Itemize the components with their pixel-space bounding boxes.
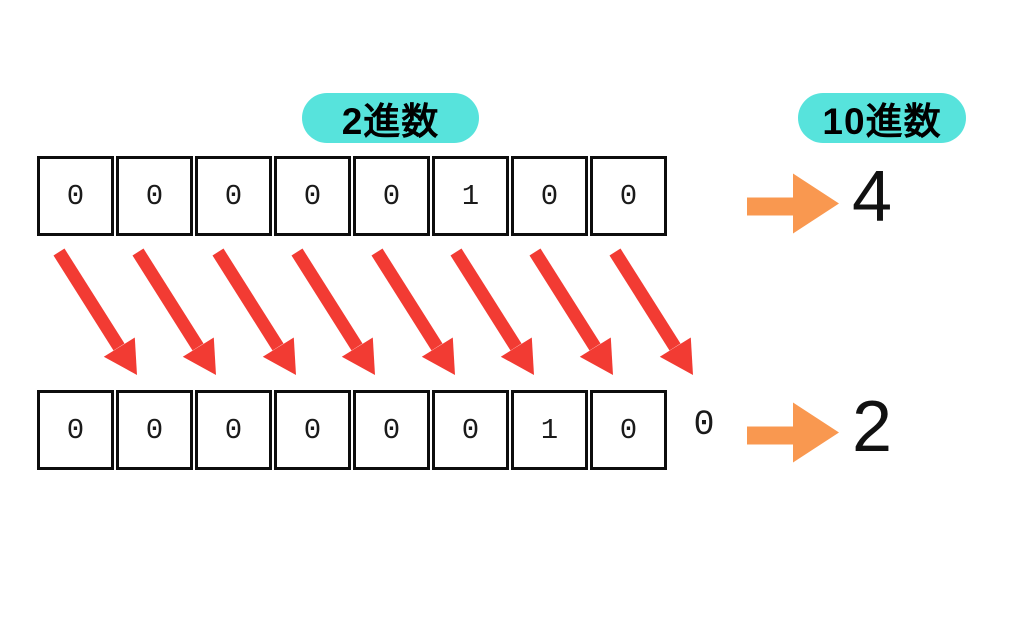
bottom-bit-register: 0 0 0 0 0 0 1 0 [37,390,667,470]
bit-cell: 0 [37,390,114,470]
bit-cell: 0 [116,390,193,470]
shifted-out-bit: 0 [693,405,715,445]
bit-cell: 0 [511,156,588,236]
bit-cell: 0 [353,390,430,470]
top-bit-register: 0 0 0 0 0 1 0 0 [37,156,667,236]
bit-cell: 0 [590,156,667,236]
bit-cell: 0 [353,156,430,236]
decimal-badge: 10進数 [798,93,966,143]
bit-cell: 0 [37,156,114,236]
binary-badge-label: 2進数 [341,101,440,142]
bit-cell: 0 [195,156,272,236]
bit-cell: 0 [274,156,351,236]
bit-cell: 1 [511,390,588,470]
top-decimal-value: 4 [851,157,893,237]
bit-cell: 0 [116,156,193,236]
bit-cell: 0 [590,390,667,470]
bottom-decimal-value: 2 [851,387,893,467]
bit-cell: 0 [195,390,272,470]
shift-arrows-icon [50,246,700,386]
binary-badge: 2進数 [302,93,479,143]
bit-cell: 0 [274,390,351,470]
bit-cell: 1 [432,156,509,236]
right-arrow-icon [747,402,839,463]
decimal-badge-label: 10進数 [822,101,942,142]
right-arrow-icon [747,173,839,234]
bit-cell: 0 [432,390,509,470]
